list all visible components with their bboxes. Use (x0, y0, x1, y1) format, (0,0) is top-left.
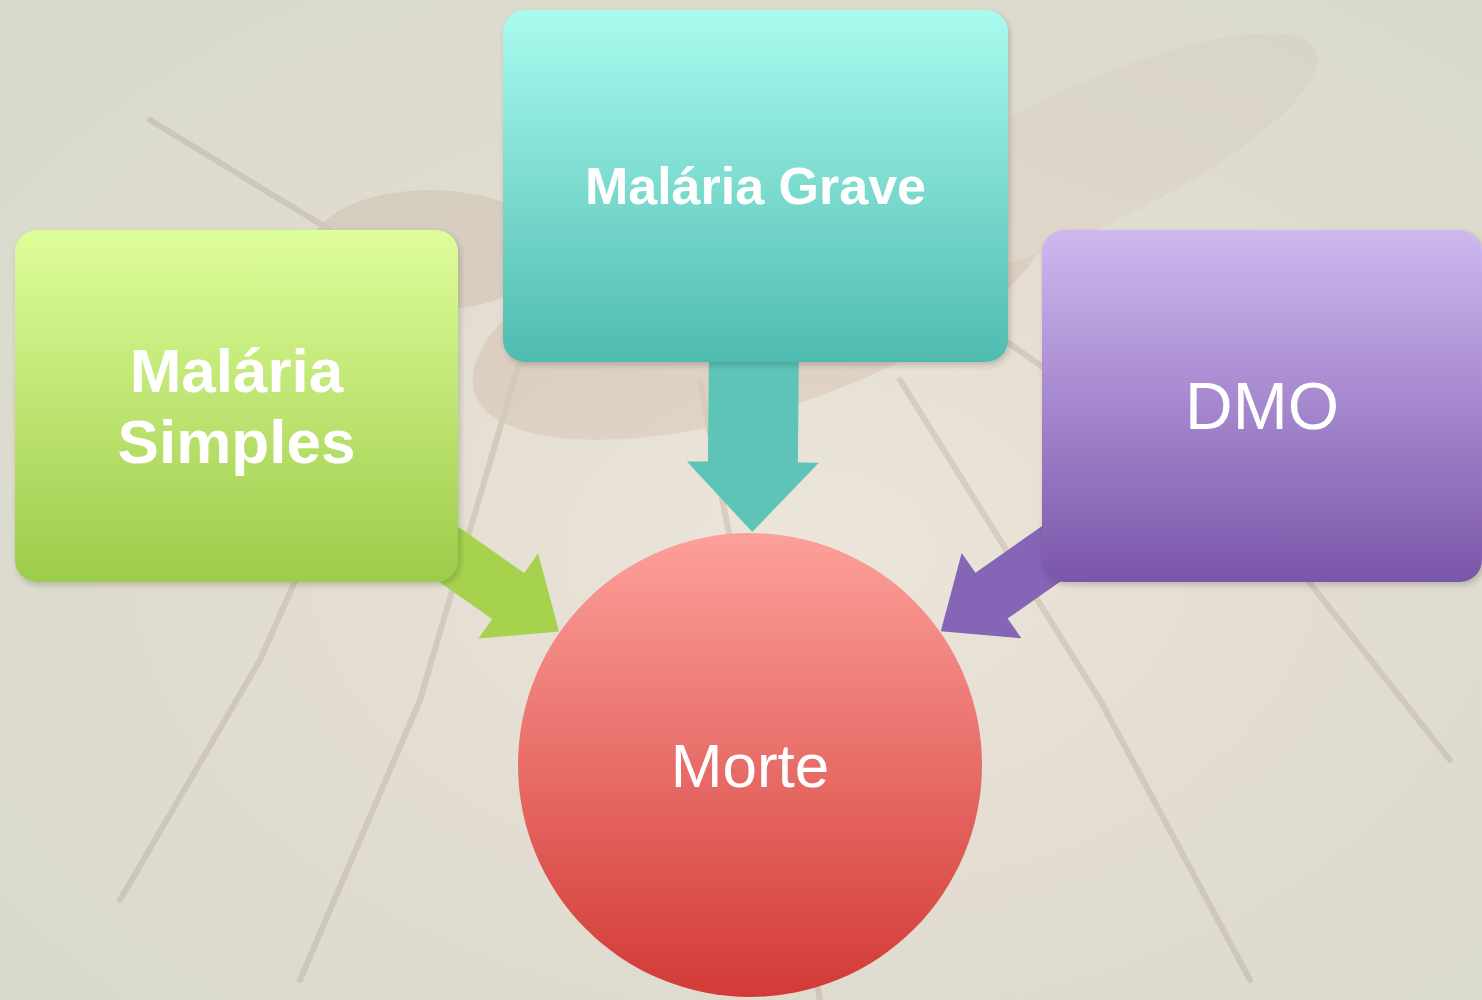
node-label: DMO (1185, 368, 1339, 444)
text-holder: DMO (1042, 230, 1482, 582)
text-holder: Malária Simples (15, 230, 458, 582)
node-label: Morte (671, 730, 829, 801)
circle-outline (518, 533, 982, 997)
text-holder: Malária Grave (503, 10, 1008, 362)
process-box: Malária Simples (15, 230, 458, 582)
block-arrow (687, 337, 819, 532)
process-box: DMO (1042, 230, 1482, 582)
node-label: Malária Simples (33, 335, 440, 477)
outcome-circle: Morte (517, 532, 983, 998)
text-holder: Morte (517, 532, 983, 998)
node-label: Malária Grave (585, 156, 926, 216)
process-box: Malária Grave (503, 10, 1008, 362)
